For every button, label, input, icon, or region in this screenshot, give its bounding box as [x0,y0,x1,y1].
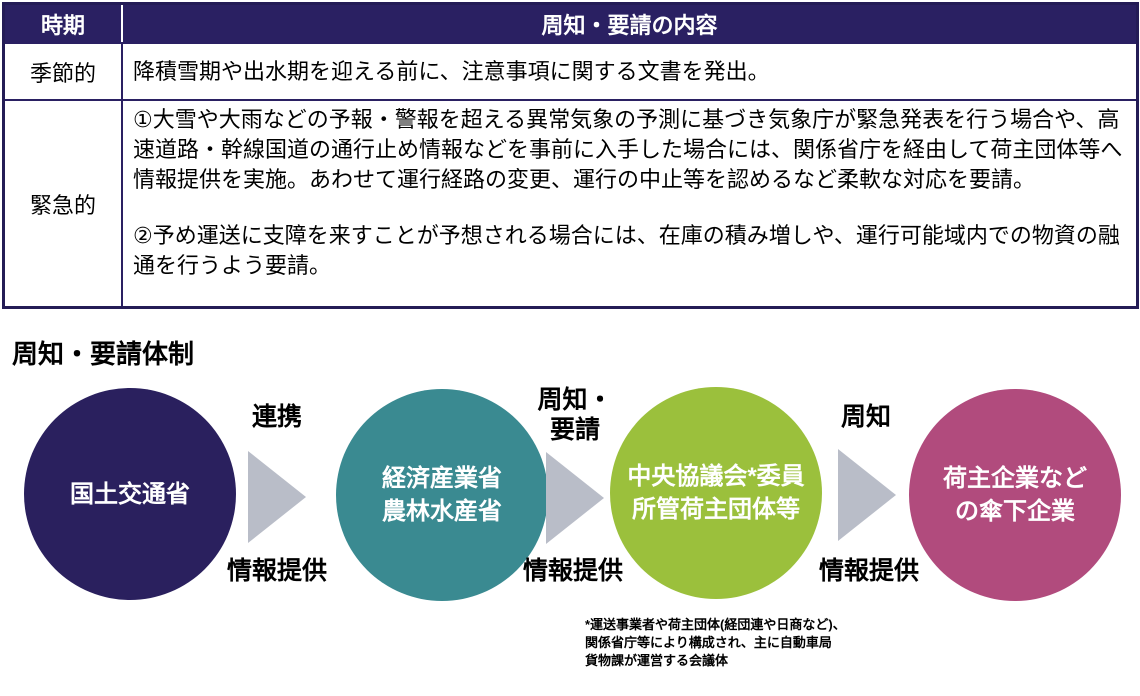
node-shipper-companies-label-1: 荷主企業など [943,465,1087,492]
arrow-2-top-label-line2: 要請 [549,416,600,444]
seasonal-period-cell: 季節的 [5,44,123,99]
table-header-period: 時期 [5,5,123,42]
arrow-2-bottom-label: 情報提供 [522,557,623,585]
urgent-content-cell: ①大雪や大雨などの予報・警報を超える異常気象の予測に基づき気象庁が緊急発表を行う… [123,101,1136,306]
node-central-council: 中央協議会*委員 所管荷主団体等 [610,387,822,599]
table-header-content: 周知・要請の内容 [541,12,718,38]
right-arrow-icon [546,452,604,544]
notification-table: 時期 周知・要請の内容 季節的 降積雪期や出水期を迎える前に、注意事項に関する文… [2,2,1139,309]
node-meti-maff-label-2: 農林水産省 [382,498,502,525]
footnote-line-3: 貨物課が運営する会議体 [585,653,729,668]
seasonal-content-cell: 降積雪期や出水期を迎える前に、注意事項に関する文書を発出。 [123,44,1136,99]
arrow-2-top-label: 周知・ 要請 [515,385,635,445]
table-header-row: 時期 周知・要請の内容 [5,5,1136,42]
footnote-line-2: 関係省庁等により構成され、主に自動車局 [585,635,832,650]
right-arrow-icon [248,451,306,543]
right-arrow-icon [838,449,896,541]
arrow-1-top-label-line1: 連携 [251,403,302,431]
arrow-3-bottom-label: 情報提供 [818,557,919,585]
node-meti-maff: 経済産業省 農林水産省 [336,389,548,601]
arrow-3-top-label-line1: 周知 [840,403,891,431]
arrow-1-bottom-label: 情報提供 [226,557,327,585]
urgent-paragraph-2: ②予め運送に支障を来すことが予想される場合には、在庫の積み増しや、運行可能域内で… [133,223,1120,278]
node-mlit-label: 国土交通省 [70,480,190,508]
node-shipper-companies-label-2: の傘下企業 [955,498,1075,525]
table-row-urgent: 緊急的 ①大雪や大雨などの予報・警報を超える異常気象の予測に基づき気象庁が緊急発… [5,99,1136,306]
table-row-seasonal: 季節的 降積雪期や出水期を迎える前に、注意事項に関する文書を発出。 [5,42,1136,99]
node-mlit: 国土交通省 [24,388,236,600]
footnote: *運送事業者や荷主団体(経団連や日商など)、 関係省庁等により構成され、主に自動… [585,616,846,670]
urgent-period-cell: 緊急的 [5,101,123,306]
footnote-line-1: *運送事業者や荷主団体(経団連や日商など)、 [585,617,846,632]
node-central-council-label-2: 所管荷主団体等 [632,496,800,523]
arrow-2-top-label-line1: 周知・ [537,386,613,414]
arrow-1-top-label: 連携 [217,402,337,432]
diagram-title: 周知・要請体制 [12,339,195,369]
node-meti-maff-label-1: 経済産業省 [382,465,502,492]
arrow-3-top-label: 周知 [806,402,926,432]
urgent-paragraph-1: ①大雪や大雨などの予報・警報を超える異常気象の予測に基づき気象庁が緊急発表を行う… [133,107,1123,192]
seasonal-content-text: 降積雪期や出水期を迎える前に、注意事項に関する文書を発出。 [133,58,770,84]
node-central-council-label-1: 中央協議会*委員 [627,463,805,490]
node-shipper-companies: 荷主企業など の傘下企業 [909,389,1121,601]
